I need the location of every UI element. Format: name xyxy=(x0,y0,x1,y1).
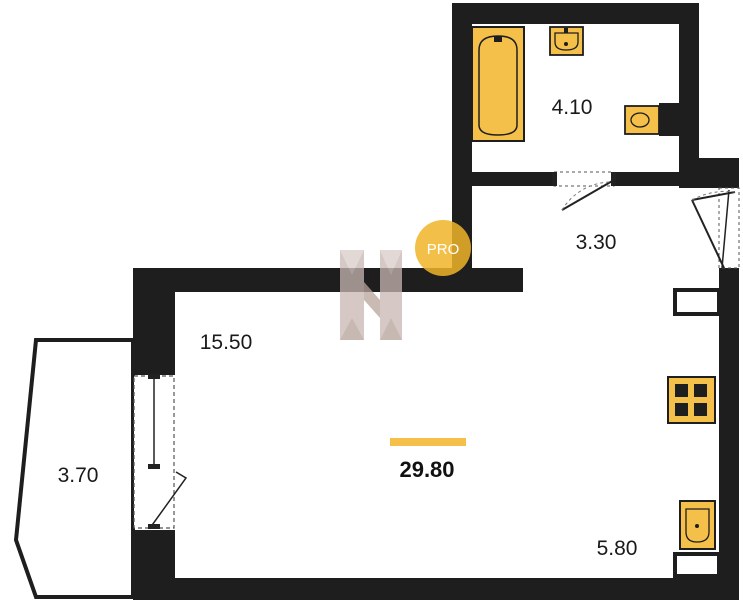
balcony-door xyxy=(133,374,188,529)
toilet-icon xyxy=(624,103,679,136)
bathroom-sink-icon xyxy=(549,26,584,56)
walls xyxy=(133,3,739,600)
living-room-area-label: 15.50 xyxy=(200,331,253,354)
wall-niche-lower xyxy=(673,552,721,578)
stove-icon xyxy=(667,376,716,424)
watermark-logo xyxy=(340,250,402,340)
bathroom-door xyxy=(552,171,616,211)
balcony-area-label: 3.70 xyxy=(58,464,99,487)
bathroom-area-label: 4.10 xyxy=(552,96,593,119)
wall-niche-upper xyxy=(673,288,721,316)
entrance-door xyxy=(691,187,740,269)
kitchen-sink-icon xyxy=(679,500,716,550)
kitchen-area-label: 5.80 xyxy=(597,537,638,560)
pro-badge: PRO xyxy=(415,220,471,276)
bathtub-icon xyxy=(471,26,525,142)
total-area-label: 29.80 xyxy=(399,457,454,482)
pro-badge-text: PRO xyxy=(427,241,460,258)
hallway-area-label: 3.30 xyxy=(576,231,617,254)
total-area-bar xyxy=(390,438,466,446)
